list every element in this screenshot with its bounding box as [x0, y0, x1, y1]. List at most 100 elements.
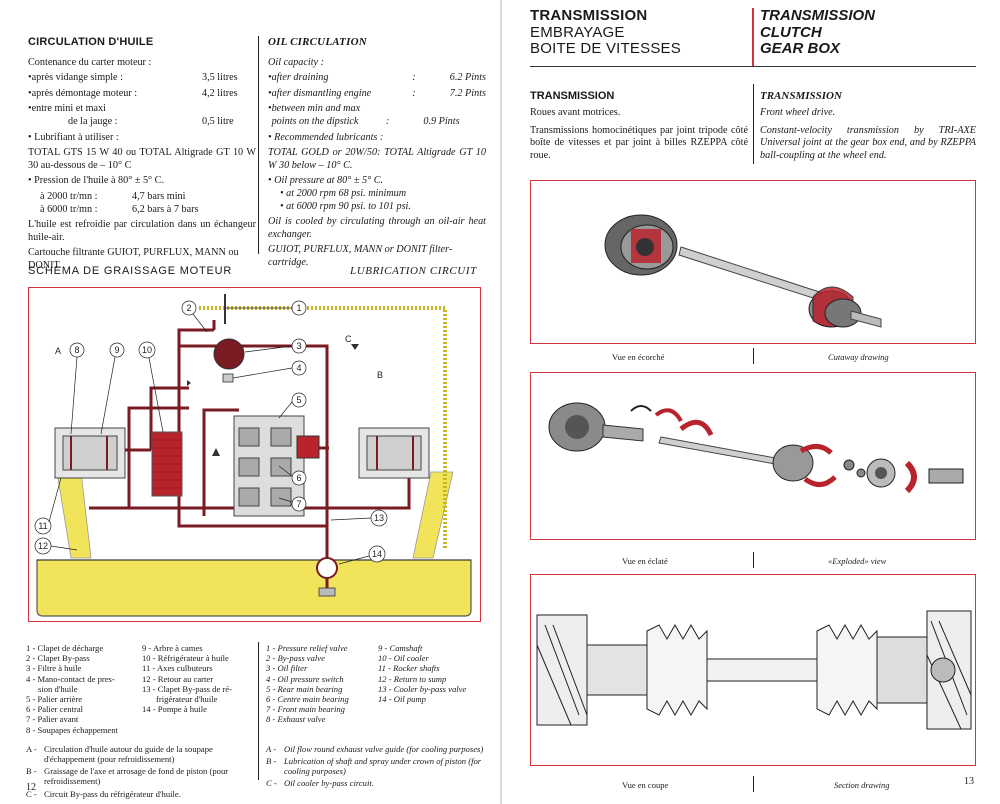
- callout-3: 3: [244, 338, 307, 354]
- caption-divider: [753, 776, 754, 792]
- lubricant-label: Recommended lubricants :: [268, 132, 486, 145]
- oil-pump: [316, 557, 338, 579]
- callout-7: 7: [278, 496, 307, 512]
- return-channel-left: [56, 471, 92, 559]
- pressure-row: at 6000 rpm 90 psi. to 101 psi.: [268, 201, 486, 214]
- lubricant-text: TOTAL GTS 15 W 40 ou TOTAL Altigrade GT …: [28, 147, 256, 171]
- callout-9: 9: [100, 342, 125, 435]
- lubricant-text: TOTAL GOLD or 20W/50: TOTAL Altigrade GT…: [268, 147, 486, 171]
- schema-title-en: LUBRICATION CIRCUIT: [350, 265, 477, 277]
- legend-en-notes: A -Oil flow round exhaust valve guide (f…: [266, 743, 484, 789]
- pressure-label: Oil pressure at 80° ± 5° C.: [268, 175, 486, 188]
- filter-text: Cartouche filtrante GUIOT, PURFLUX, MANN…: [28, 247, 239, 271]
- svg-text:3: 3: [296, 341, 301, 351]
- capacity-row: after draining:6.2 Pints: [268, 72, 486, 85]
- pressure-row: à 2000 tr/mn :4,7 bars mini: [40, 190, 186, 202]
- callout-13: 13: [330, 509, 388, 527]
- left-page: CIRCULATION D'HUILE Contenance du carter…: [0, 0, 500, 804]
- svg-text:5: 5: [296, 395, 301, 405]
- oil-circulation-en: OIL CIRCULATION Oil capacity : after dra…: [268, 36, 486, 270]
- svg-text:11: 11: [38, 521, 47, 531]
- pressure-label: Pression de l'huile à 80° ± 5° C.: [28, 175, 256, 188]
- driveshaft-cutaway-illustration: [604, 214, 882, 328]
- callout-B: B: [377, 370, 383, 380]
- section-heading: OIL CIRCULATION: [268, 36, 367, 48]
- column-divider: [753, 84, 754, 164]
- oil-sump: [36, 559, 472, 617]
- svg-text:13: 13: [374, 513, 384, 523]
- callout-11: 11: [34, 477, 62, 535]
- legend-fr-notes: A -Circulation d'huile autour du guide d…: [26, 743, 229, 799]
- caption-divider: [753, 348, 754, 364]
- cooling-text: L'huile est refroidie par circulation da…: [28, 219, 256, 243]
- page-number: 12: [26, 782, 36, 793]
- callout-A: A: [55, 346, 61, 356]
- driveshaft-exploded-illustration: [548, 402, 964, 494]
- capacity-row: entre mini et maxi: [28, 103, 256, 116]
- lubrication-diagram-svg: 1 2 3 4 5 6 7 8 9 10 11 12 13 14 A B C: [34, 294, 472, 617]
- pressure-row: à 6000 tr/mn :6,2 bars à 7 bars: [40, 203, 199, 215]
- capacity-row: de la jauge :0,5 litre: [68, 115, 234, 127]
- page-title-en: TRANSMISSION CLUTCH GEAR BOX: [760, 7, 876, 57]
- cylinder-head-right: [358, 427, 430, 479]
- section-heading: CIRCULATION D'HUILE: [28, 36, 154, 48]
- pressure-row: at 2000 rpm 68 psi. minimum: [268, 188, 486, 201]
- svg-text:6: 6: [296, 473, 301, 483]
- callout-1: 1: [225, 300, 307, 316]
- column-divider: [258, 36, 259, 254]
- caption-en: Section drawing: [834, 780, 890, 790]
- caption-fr: Vue en écorché: [612, 352, 665, 362]
- figure-cutaway: [530, 180, 976, 344]
- callout-6: 6: [278, 465, 307, 486]
- svg-text:10: 10: [142, 345, 152, 355]
- section-heading: TRANSMISSION: [530, 90, 615, 102]
- svg-text:2: 2: [186, 303, 191, 313]
- page-title-fr: TRANSMISSION EMBRAYAGE BOITE DE VITESSES: [530, 7, 681, 57]
- svg-text:8: 8: [74, 345, 79, 355]
- callout-8: 8: [69, 342, 85, 435]
- piston: [296, 435, 320, 459]
- capacity-row: between min and max points on the dipsti…: [268, 103, 486, 128]
- caption-fr: Vue en coupe: [622, 780, 669, 790]
- caption-en: Cutaway drawing: [828, 352, 889, 362]
- flow-arrow: [187, 380, 191, 386]
- svg-text:9: 9: [114, 345, 119, 355]
- cylinder-head-left: [54, 427, 126, 479]
- section-heading: TRANSMISSION: [760, 90, 842, 102]
- oil-filter: [213, 338, 245, 370]
- capacity-label: Oil capacity :: [268, 56, 325, 68]
- callout-14: 14: [338, 545, 386, 565]
- transmission-en: TRANSMISSION Front wheel drive. Constant…: [760, 90, 976, 161]
- caption-en: «Exploded» view: [828, 556, 887, 566]
- callout-2: 2: [181, 300, 208, 333]
- filter-text: GUIOT, PURFLUX, MANN or DONIT filter-car…: [268, 244, 453, 268]
- callout-10: 10: [138, 341, 164, 433]
- svg-text:7: 7: [296, 499, 301, 509]
- page-number: 13: [964, 776, 974, 787]
- capacity-label: Contenance du carter moteur :: [28, 56, 152, 68]
- callout-C: C: [345, 334, 352, 344]
- capacity-row: après vidange simple :3,5 litres: [28, 72, 256, 85]
- figure-exploded: [530, 372, 976, 540]
- caption-divider: [753, 552, 754, 568]
- callout-5: 5: [278, 392, 307, 419]
- transmission-fr: TRANSMISSION Roues avant motrices. Trans…: [530, 90, 748, 161]
- callout-12: 12: [34, 537, 78, 555]
- lubrication-diagram: 1 2 3 4 5 6 7 8 9 10 11 12 13 14 A B C: [28, 287, 481, 622]
- right-page: TRANSMISSION EMBRAYAGE BOITE DE VITESSES…: [502, 0, 1000, 804]
- title-divider: [752, 8, 754, 66]
- crankshaft: [233, 415, 305, 517]
- svg-text:14: 14: [372, 549, 382, 559]
- title-rule: [530, 66, 976, 67]
- svg-text:1: 1: [296, 303, 301, 313]
- schema-title-fr: SCHEMA DE GRAISSAGE MOTEUR: [28, 265, 233, 277]
- legend-divider: [258, 642, 259, 780]
- flow-arrow: [351, 344, 359, 350]
- figure-section: [530, 574, 976, 766]
